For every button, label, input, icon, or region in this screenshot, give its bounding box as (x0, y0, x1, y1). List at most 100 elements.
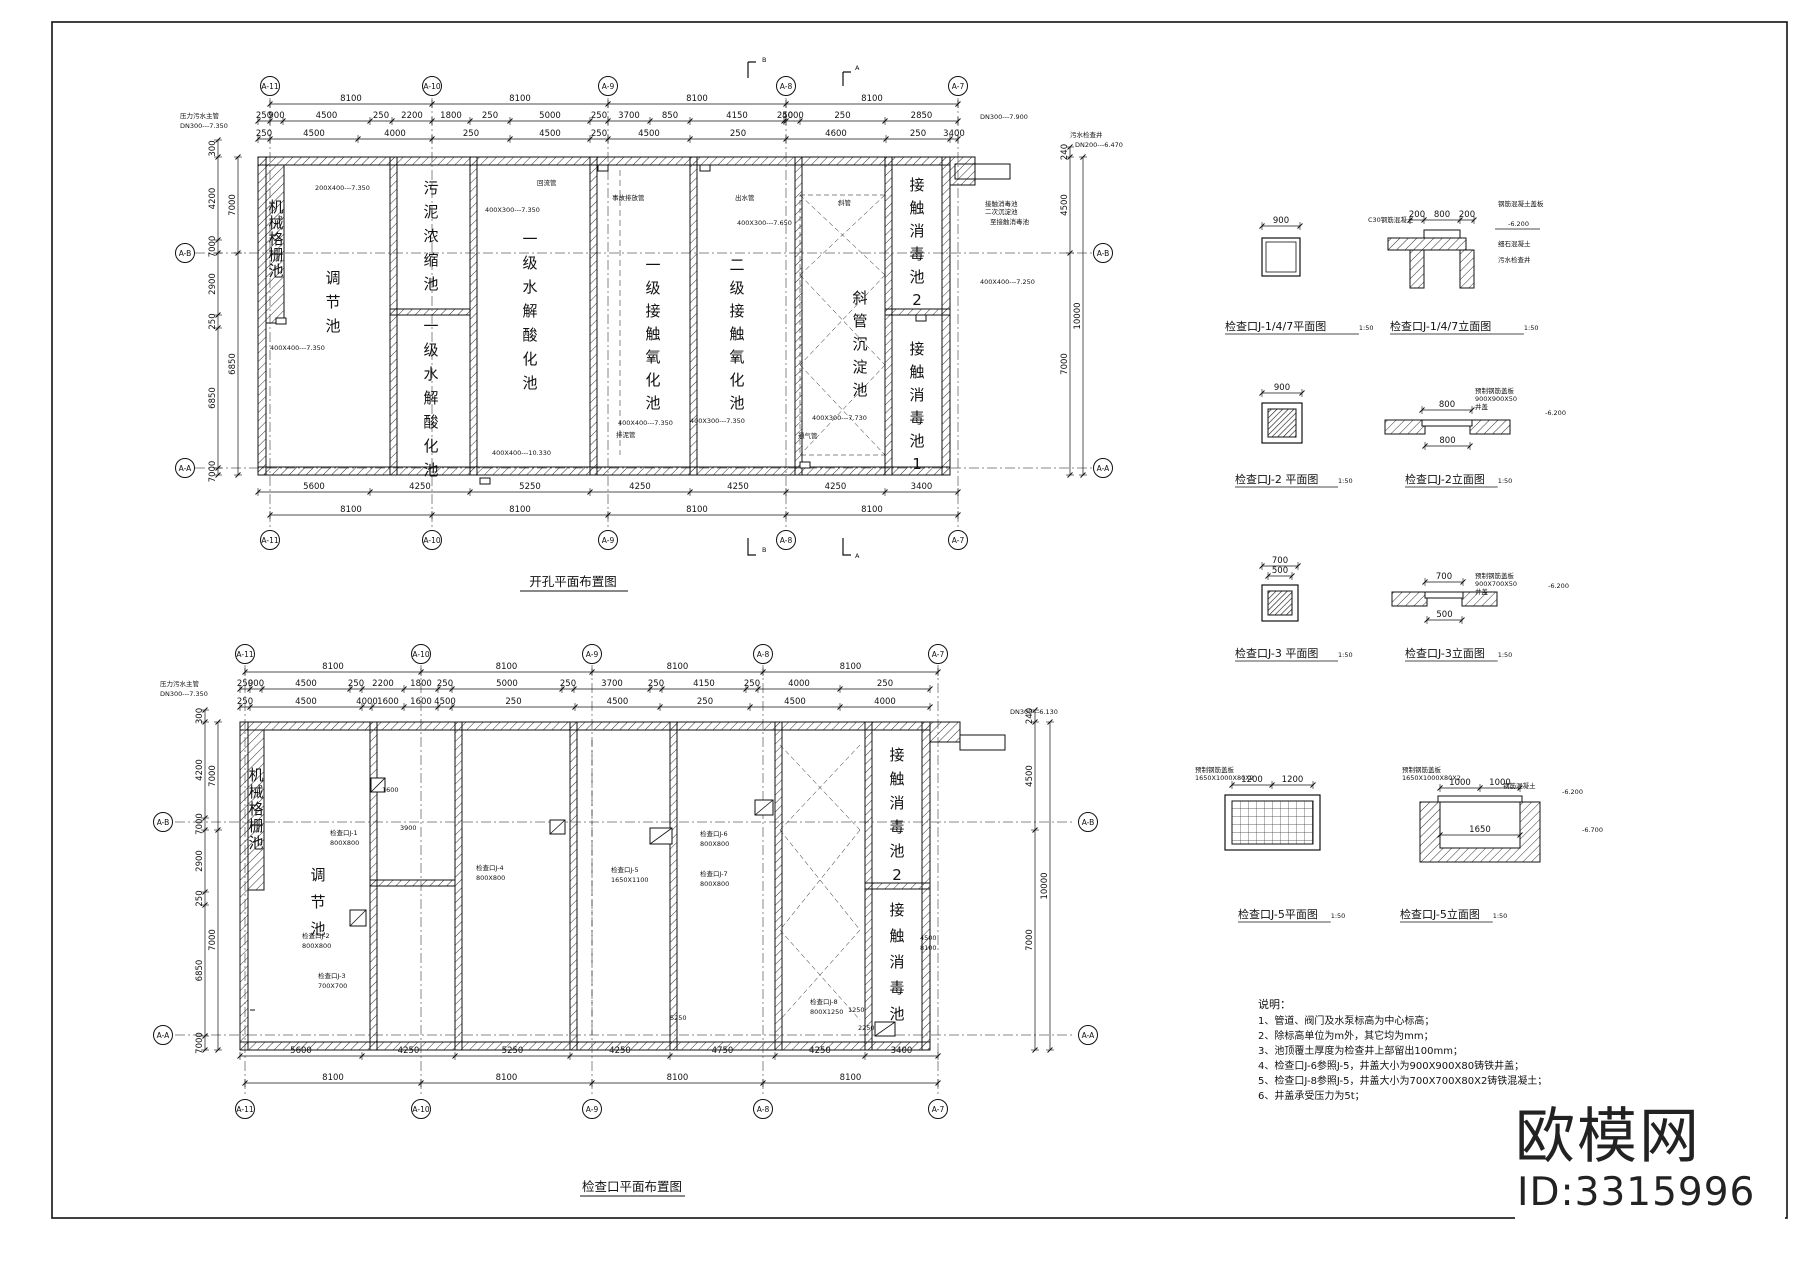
room-grating-char: 械 (268, 214, 283, 232)
detail2-elev-dim2: 800 (1422, 436, 1473, 450)
note-line-6: 6、井盖承受压力为5t； (1258, 1089, 1365, 1102)
room-disinfection-char: 毒 (889, 979, 904, 997)
plan-note: 接触消毒池 (985, 199, 1018, 208)
plan-note: 1650X1100 (611, 876, 649, 884)
dim-top-row3-value: 250 (910, 129, 926, 139)
grid-right-A-A-label: A-A (1097, 464, 1111, 473)
detail3-elev-scale: 1:50 (1498, 651, 1513, 659)
detail5-elev-dim2-value: 1650 (1469, 825, 1491, 835)
detail1-plan-dim: 900 (1259, 216, 1303, 230)
room-regulating-pool-char: 调 (325, 269, 340, 287)
section-mark: B (762, 56, 766, 64)
detail5-label: 预制钢筋盖板 (1195, 765, 1235, 774)
dim-bottom-row2-value: 8100 (840, 1073, 862, 1083)
detail1-plan-scale: 1:50 (1359, 324, 1374, 332)
grid-top-A-10-label: A-10 (423, 82, 440, 91)
dim-top-row2-value: 4500 (316, 111, 338, 121)
dim-bottom-row1-value: 3400 (891, 1046, 913, 1056)
room-sludge-thickener-char: 池 (423, 275, 438, 293)
dim-top-row3-value: 4000 (874, 697, 896, 707)
room-disinfection-2-char: 毒 (909, 245, 924, 263)
plan-note: 出水管 (735, 193, 755, 202)
detail3-label: 井盖 (1475, 587, 1489, 596)
room-contact-oxidation-2-char: 化 (729, 371, 744, 389)
detail5-elev-title: 检查口J-5立面图 (1400, 907, 1480, 921)
grid-top-A-8-label: A-8 (757, 650, 770, 659)
grid-right-A-B-label: A-B (1082, 818, 1095, 827)
room-sludge-thickener-char: 泥 (423, 203, 438, 221)
plan-note: 检查口J-3 (318, 971, 346, 980)
dim-bottom-row1-value: 5250 (519, 482, 541, 492)
dim-top-row2-value: 250 (237, 679, 253, 689)
wall (949, 156, 976, 186)
detail2-elev-dim2-value: 800 (1439, 436, 1455, 446)
room-grating-char: 栅 (268, 246, 283, 264)
watermark-panel (1515, 1085, 1785, 1225)
dim-right-inner-value: 240 (1060, 144, 1070, 160)
plan-note: 200X400---7.350 (315, 184, 370, 192)
room-disinfection-2-char: 接 (889, 746, 904, 764)
detail2-plan-dim-value: 900 (1274, 383, 1290, 393)
grid-bottom-A-7: A-7 (948, 530, 968, 550)
room-contact-oxidation-2-char: 氧 (729, 348, 744, 366)
plan-note: 检查口J-1 (330, 828, 358, 837)
dim-right-inner-value: 7000 (1025, 929, 1035, 951)
plan-note: 至接触消毒池 (990, 217, 1030, 226)
detail2-plan-title: 检查口J-2 平面图 (1235, 472, 1318, 486)
dim-left-outer-value: 7000 (208, 765, 218, 787)
room-grating-char: 格 (268, 230, 283, 248)
plan-note: 检查口J-4 (476, 863, 504, 872)
plan-note: 检查口J-6 (700, 829, 728, 838)
pipe-opening (799, 461, 811, 469)
wall (239, 721, 931, 731)
room-contact-oxidation-2-char: 触 (729, 325, 744, 343)
room-disinfection-char: 触 (889, 927, 904, 945)
detail5-elev-dim-value: 1000 (1489, 778, 1511, 788)
room-disinfection: 接触消毒池 (889, 901, 904, 1023)
dim-bottom-row1-value: 4750 (712, 1046, 734, 1056)
dim-top-row1-value: 8100 (496, 662, 518, 672)
room-contact-oxidation-1-char: 级 (645, 279, 660, 297)
room-disinfection-char: 接 (889, 901, 904, 919)
room-disinfection-char: 消 (889, 953, 904, 971)
detail5-level: -6.200 (1562, 788, 1583, 796)
room-grating-char: 机 (248, 766, 263, 784)
room-disinfection-2-char: 消 (889, 794, 904, 812)
grid-left-A-A-label: A-A (157, 1031, 171, 1040)
plan-note: 800X800 (476, 874, 505, 882)
dim-bottom-row2-value: 8100 (861, 505, 883, 515)
detail2-elev-title: 检查口J-2立面图 (1405, 472, 1485, 486)
dim-top-row2-value: 4000 (788, 679, 810, 689)
dim-top-row1-value: 8100 (340, 94, 362, 104)
grid-top-A-11-label: A-11 (261, 82, 278, 91)
room-grating-char: 池 (248, 834, 263, 852)
room-hydrolysis-1-char: 化 (423, 437, 438, 455)
wall (569, 721, 578, 1051)
dim-top-row3-value: 250 (463, 129, 479, 139)
plan-note: 400X400---7.350 (270, 344, 325, 352)
dim-right-inner-value: 4500 (1060, 194, 1070, 216)
dim-top-row3-value: 4500 (607, 697, 629, 707)
detail5-label: 1650X1000X80X2 (1195, 774, 1254, 782)
detail2-level: -6.200 (1545, 409, 1566, 417)
dim-top-row2-value: 250 (877, 679, 893, 689)
detail1-plan-dim-value: 900 (1273, 216, 1289, 226)
dim-left-inner-value: 4200 (195, 759, 205, 781)
grid-bottom-A-7: A-7 (928, 1099, 948, 1119)
dim-right-outer-value: 10000 (1040, 872, 1050, 899)
dim-top-row1-value: 8100 (322, 662, 344, 672)
dim-top-row2-value: 2200 (401, 111, 423, 121)
detail5-plan-dim-value: 1200 (1241, 775, 1263, 785)
room-sedimentation-char: 斜 (852, 289, 867, 307)
